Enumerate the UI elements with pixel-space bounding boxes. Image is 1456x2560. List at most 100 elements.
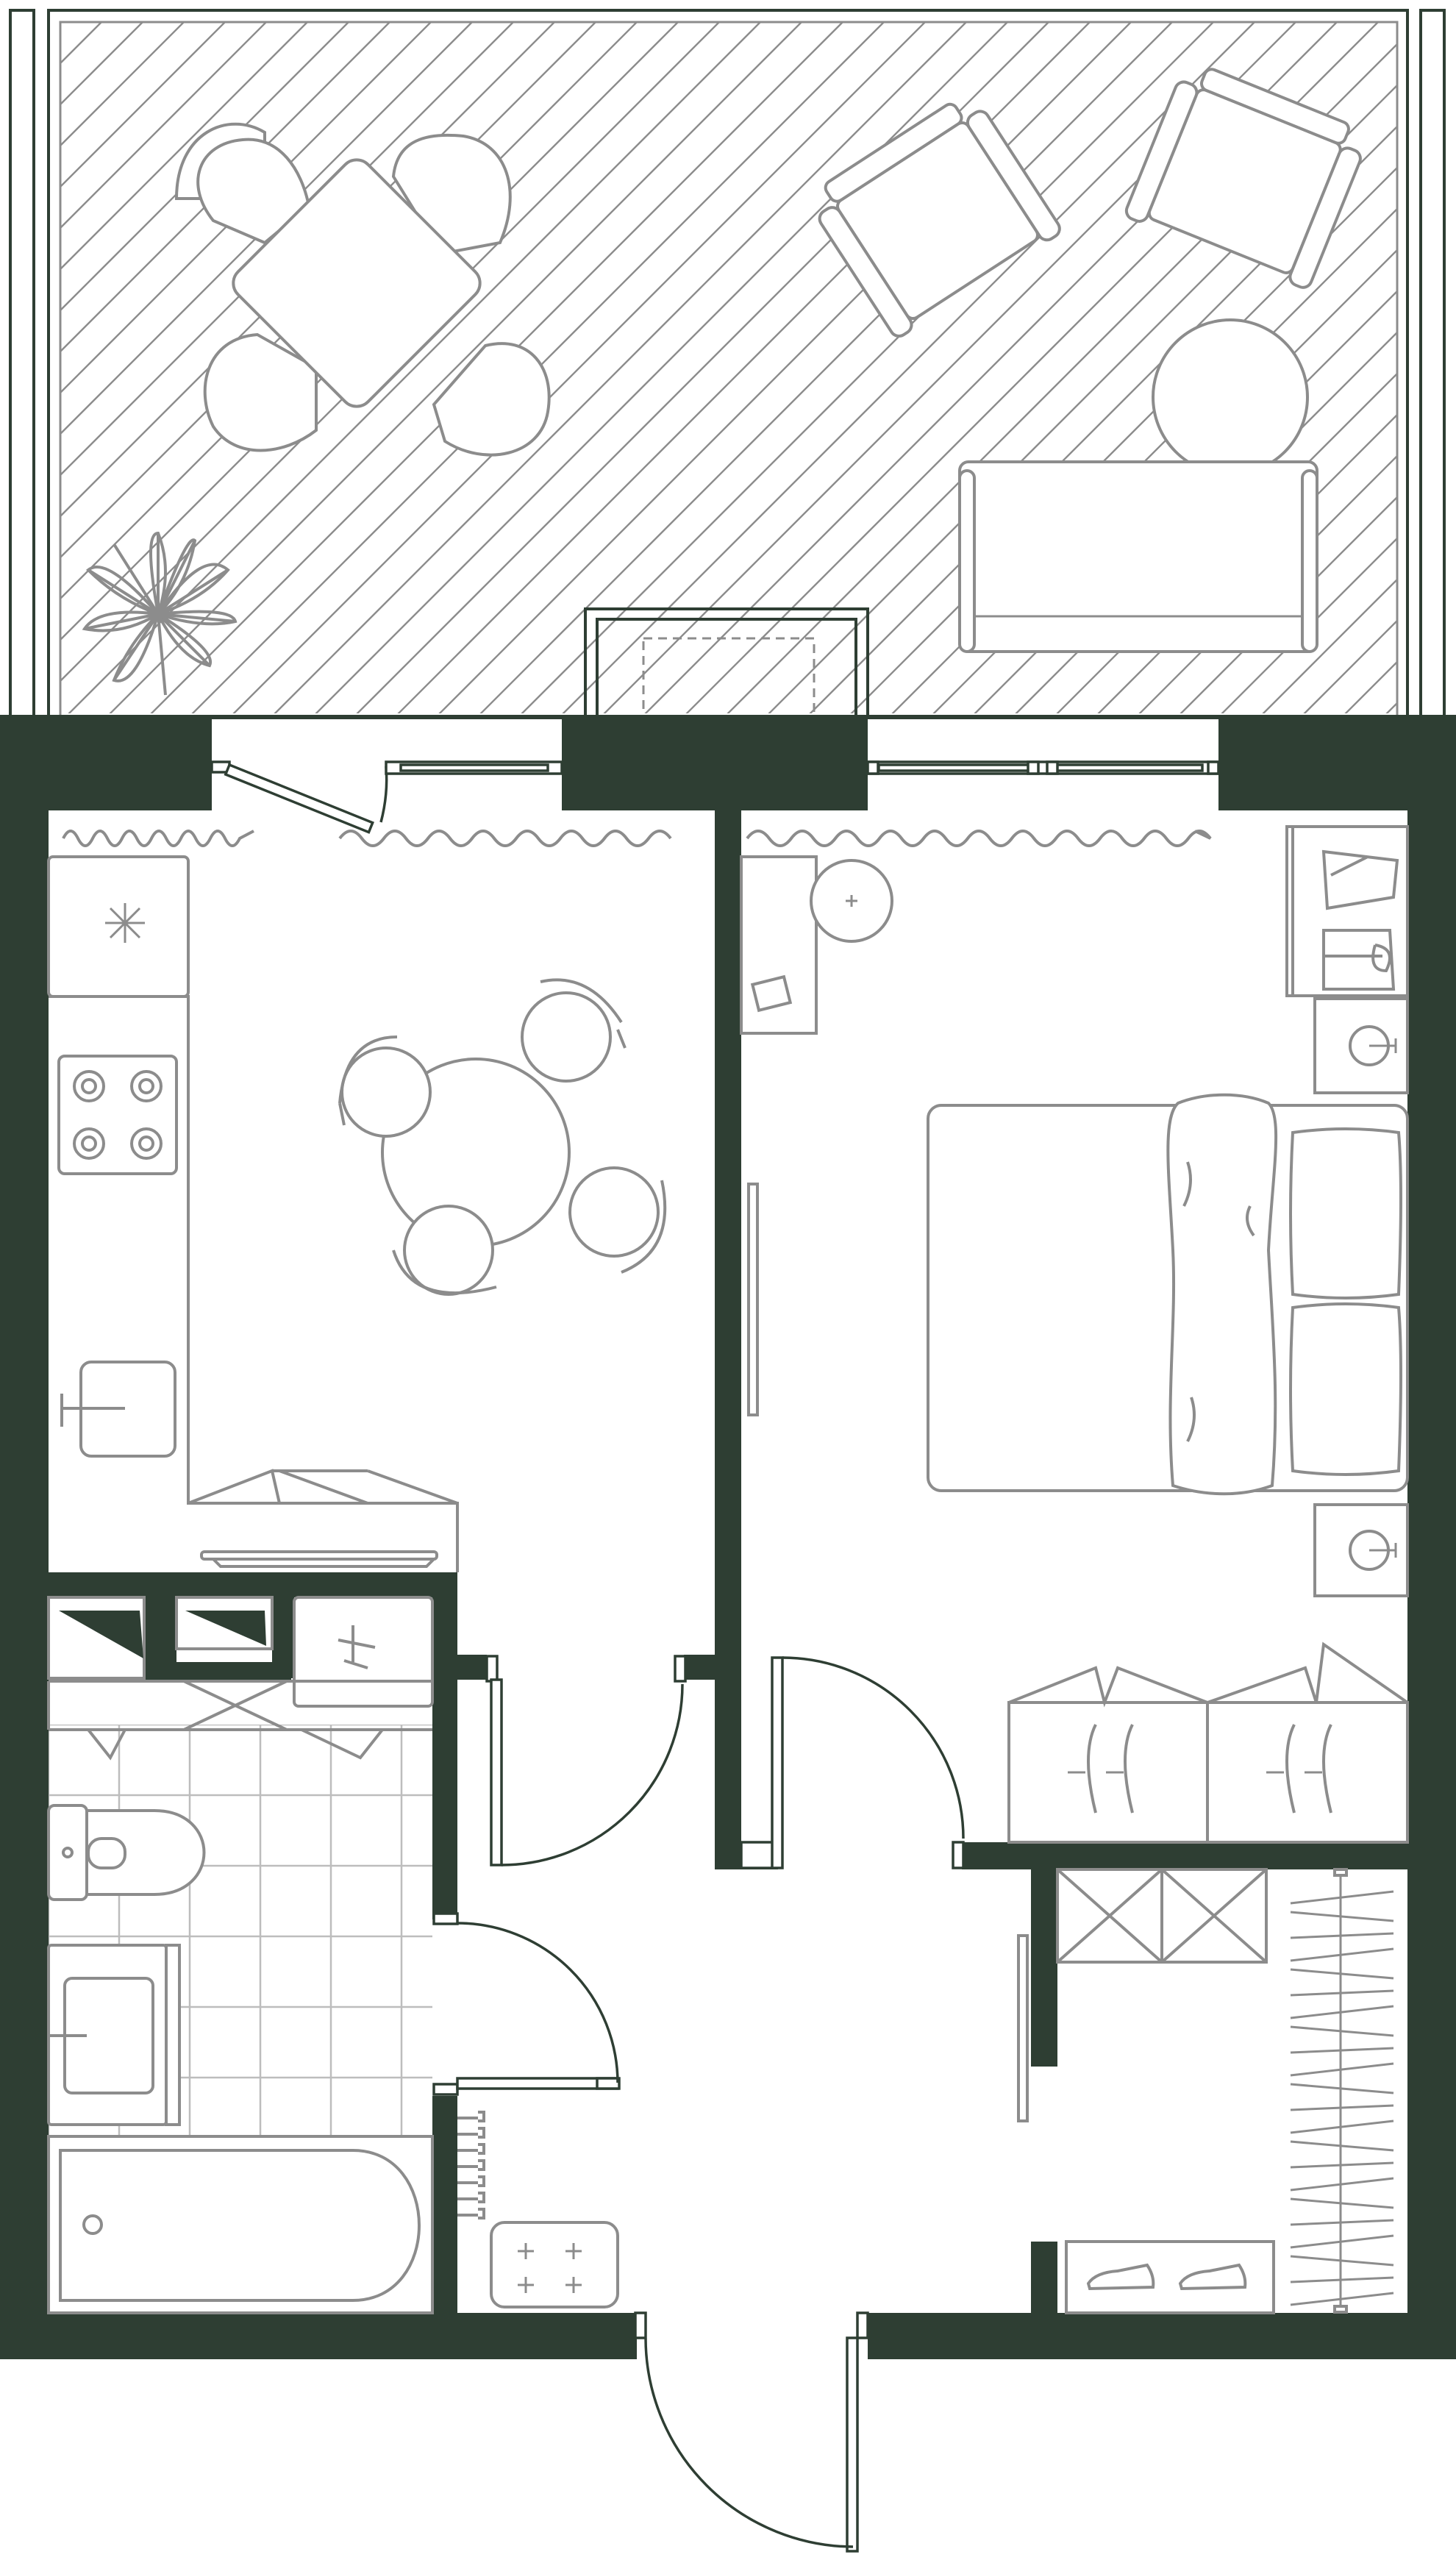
plant [82,531,238,696]
doors[interactable] [432,1655,965,2553]
hatch-line [274,22,967,713]
storage-boxes [1056,1868,1268,1964]
dining-table-set [338,978,667,1296]
chair [338,1035,432,1138]
chair [196,138,311,245]
bedroom-wardrobe [1007,1641,1409,1844]
hatch-line [521,22,1214,713]
entrance-door [634,2311,869,2553]
hatch-line [60,22,102,65]
shelves [47,1596,434,1708]
hatch-line [60,22,390,353]
hatch-line [1262,578,1397,713]
hanger [1290,1932,1394,1939]
hanger [1290,2062,1394,2077]
armchair [1124,68,1362,289]
bedroom-door [740,1656,965,1869]
kitchen-sink [60,1361,176,1458]
hatch-line [60,22,473,435]
nightstand [1313,1503,1409,1597]
round-side-table [1152,318,1309,476]
fridge [47,855,190,998]
hanger [1290,1989,1394,1997]
hanger [1290,2255,1394,2267]
hatch-line [60,22,226,188]
chair [432,342,551,457]
hanger [1290,2140,1394,2152]
walk-in-wardrobe [1056,1868,1394,2314]
pillow [1289,1302,1402,1476]
hanger [1290,2119,1394,2134]
chair [521,978,627,1083]
hallway [457,1934,1029,2308]
hanger [1290,2104,1394,2111]
windows [210,760,1220,834]
dresser [1285,825,1409,997]
hanger [1290,2005,1394,2019]
curtains [62,830,1212,847]
hatch-line [562,22,1255,713]
nightstand [1313,997,1409,1094]
kitchen-window [210,760,563,834]
hatch-line [60,22,514,477]
bed [927,1093,1409,1496]
bathtub [47,2135,434,2314]
hatch-line [315,22,1008,713]
hanger [1290,2083,1394,2094]
chair [203,332,318,452]
hanger [1290,2292,1394,2306]
stove [57,1055,178,1175]
hatch-line [1221,537,1397,713]
hanger [1290,1911,1394,1922]
hatch-line [60,22,185,147]
pillow [1289,1127,1402,1299]
hanger [1290,2161,1394,2169]
hanger [1290,2276,1394,2283]
hatch-line [809,125,1397,713]
sofa [958,460,1318,653]
shoe-rack [1065,2240,1275,2314]
balcony-table [232,158,482,408]
tv-panel [747,1183,759,1416]
bedroom [740,825,1409,1844]
walls [0,715,1456,2359]
balcony-dining-set [174,122,551,457]
hatch-line [109,22,802,713]
armchair [818,102,1061,338]
door-mat [490,2221,619,2308]
bathroom-tiles [49,1725,432,2136]
bath-cabinet [47,1680,432,1761]
hanger [1290,1890,1394,1905]
mirror-panel [1017,1934,1029,2122]
chair [391,133,512,256]
chair [568,1166,667,1274]
hatch-line [479,22,1173,713]
hatch-line [438,22,1132,713]
chair [392,1205,497,1296]
bedroom-window [866,760,1220,775]
hanger [1290,2234,1394,2249]
hatch-line [1425,22,1456,716]
hatch-line [60,22,432,394]
hanger [1290,2197,1394,2209]
bathroom-door [432,1912,621,2096]
bathroom-sink [47,1944,181,2126]
upper-cabinets [188,1469,458,1568]
hanger [1290,2047,1394,2054]
heater [457,2111,485,2220]
hanger [1290,1947,1394,1962]
hanger [1290,1968,1394,1980]
door-swing-zone [642,637,816,718]
hanger [1290,2219,1394,2226]
toilet [47,1804,206,1901]
hatch-line [232,22,926,713]
hanger [1290,2025,1394,2037]
bathroom [47,1596,434,2314]
hanger [1290,2177,1394,2192]
clothes-hangers [1290,1890,1394,2306]
balcony-step [584,607,869,718]
kitchen-door [485,1655,687,1866]
kitchen [47,855,667,1572]
hatch-line [60,22,267,229]
